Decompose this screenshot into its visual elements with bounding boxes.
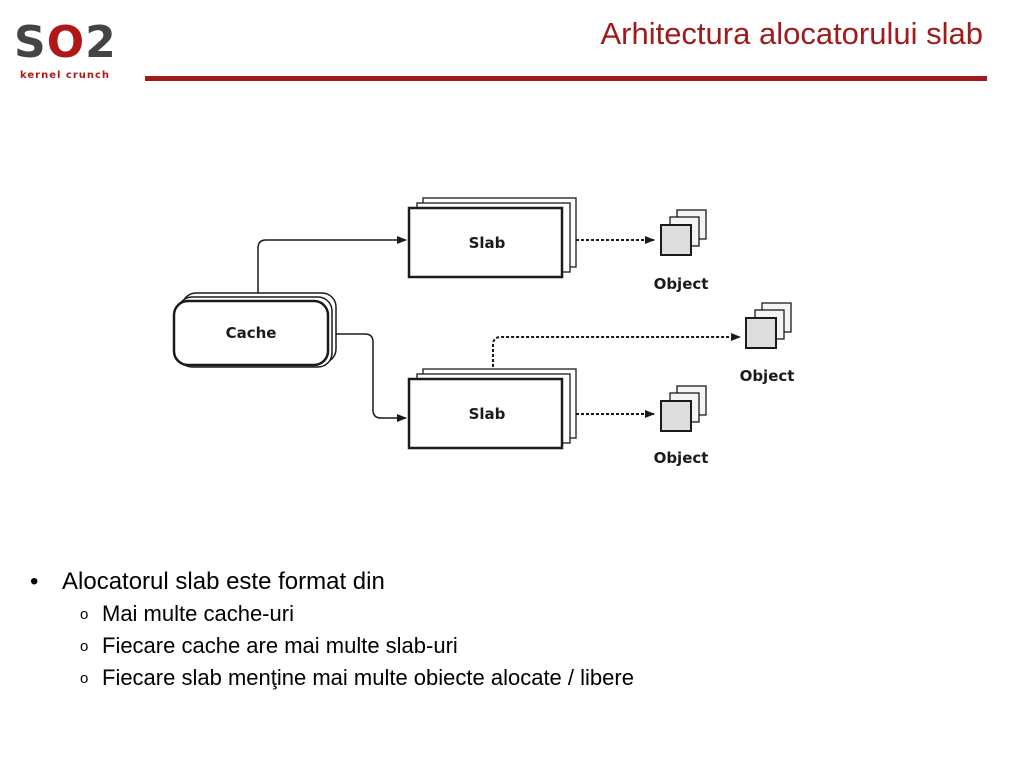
sub-bullet-marker: o — [80, 638, 89, 655]
sub-bullet-marker: o — [80, 606, 89, 623]
object-label-3: Object — [654, 449, 709, 467]
logo: SO2 kernel crunch — [14, 10, 134, 85]
object-group-3: Object — [654, 385, 709, 467]
cache-to-slab-2-arrow — [332, 333, 407, 422]
slab-2-to-middle-object-arrow — [492, 333, 741, 372]
object-group-1: Object — [654, 209, 709, 293]
logo-subtitle: kernel crunch — [20, 70, 111, 81]
cache-node: Cache — [172, 292, 337, 368]
cache-label: Cache — [226, 324, 277, 342]
slab-label-1: Slab — [469, 234, 506, 252]
object-group-2: Object — [740, 302, 795, 385]
object-label-2: Object — [740, 367, 795, 385]
logo-wordmark: SO2 — [14, 17, 117, 68]
page-title: Arhitectura alocatorului slab — [600, 16, 983, 51]
slab-node-1: Slab — [407, 197, 577, 279]
title-divider — [145, 76, 987, 81]
bullet-main-text: Alocatorul slab este format din — [62, 568, 385, 595]
slab-node-2: Slab — [407, 368, 577, 450]
slab-label-2: Slab — [469, 405, 506, 423]
sub-bullet-marker: o — [80, 670, 89, 687]
cache-to-slab-1-arrow — [257, 236, 407, 300]
object-label-1: Object — [654, 275, 709, 293]
